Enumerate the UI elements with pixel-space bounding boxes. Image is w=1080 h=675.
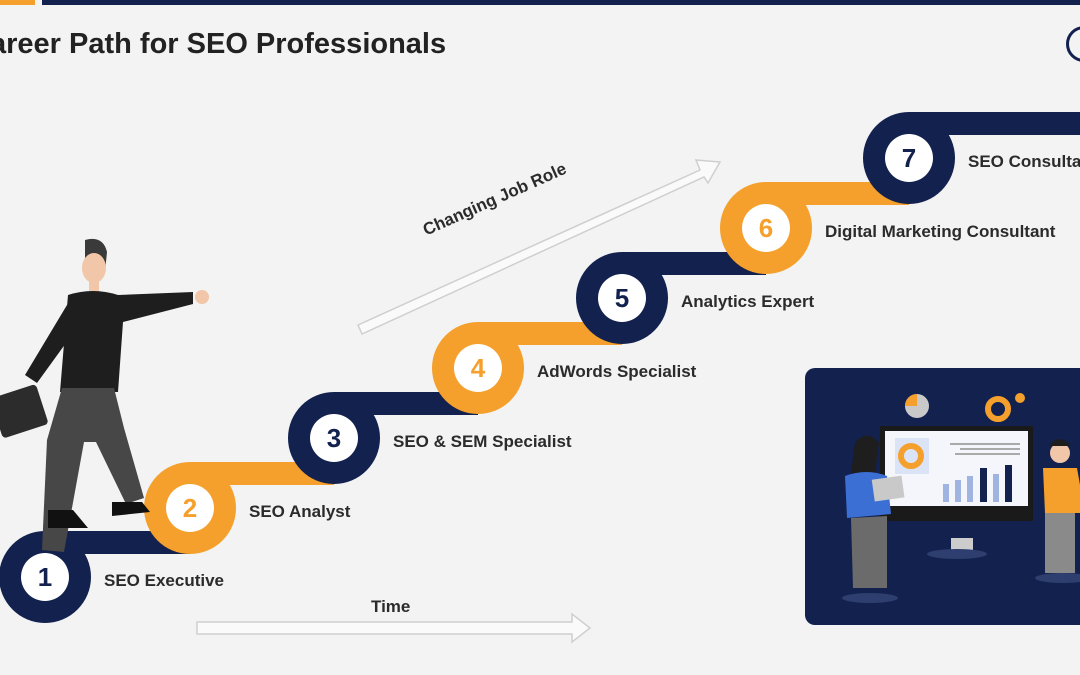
step-connector bbox=[478, 322, 622, 345]
top-accent-bar-navy bbox=[42, 0, 1080, 5]
step-label: Digital Marketing Consultant bbox=[825, 222, 1056, 241]
step-number: 2 bbox=[183, 493, 197, 523]
step-7-marker: 7 bbox=[863, 112, 955, 204]
step-number: 1 bbox=[38, 562, 52, 592]
step-3-marker: 3 bbox=[288, 392, 380, 484]
step-label: Analytics Expert bbox=[681, 292, 815, 311]
step-number: 7 bbox=[902, 143, 916, 173]
step-connector bbox=[334, 392, 478, 415]
step-connector bbox=[45, 531, 190, 554]
step-label: SEO Consultant bbox=[968, 152, 1080, 171]
step-label: AdWords Specialist bbox=[537, 362, 697, 381]
step-5-marker: 5 bbox=[576, 252, 668, 344]
step-number: 3 bbox=[327, 423, 341, 453]
step-connector bbox=[190, 462, 334, 485]
time-arrow bbox=[196, 612, 592, 644]
step-6-marker: 6 bbox=[720, 182, 812, 274]
step-label: SEO Analyst bbox=[249, 502, 351, 521]
changing-job-role-arrow bbox=[357, 159, 722, 335]
step-connector bbox=[622, 252, 766, 275]
step-label: SEO & SEM Specialist bbox=[393, 432, 572, 451]
step-2-marker: 2 bbox=[144, 462, 236, 554]
step-number: 5 bbox=[615, 283, 629, 313]
step-label: SEO Executive bbox=[104, 571, 225, 590]
step-number: 4 bbox=[471, 353, 486, 383]
time-label: Time bbox=[371, 597, 411, 616]
step-4-marker: 4 bbox=[432, 322, 524, 414]
businessman-climbing-icon bbox=[0, 238, 209, 552]
page-title: areer Path for SEO Professionals bbox=[0, 28, 447, 60]
top-accent-bar-orange bbox=[0, 0, 35, 5]
step-1-marker: 1 bbox=[0, 531, 91, 623]
step-number: 6 bbox=[759, 213, 773, 243]
team-analytics-presentation-icon bbox=[805, 368, 1080, 625]
step-connector bbox=[909, 112, 1080, 135]
